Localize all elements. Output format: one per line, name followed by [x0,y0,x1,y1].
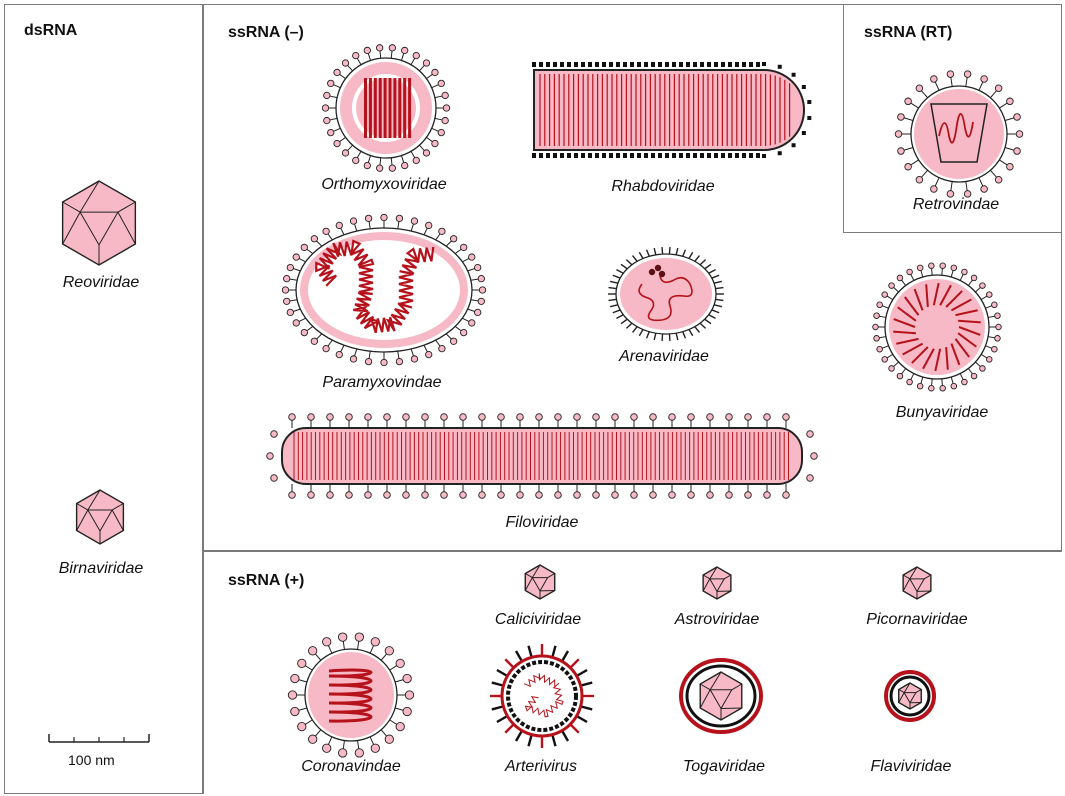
label-picornaviridae: Picornaviridae [807,611,1027,629]
arenaviridae-particle [604,244,728,344]
label-birnaviridae: Birnaviridae [0,560,211,578]
birnaviridae-particle [70,487,130,547]
paramyxovindae-particle [282,212,486,366]
orthomyxoviridae-particle [318,40,454,176]
filoviridae-particle [262,410,822,510]
picornaviridae-particle [898,564,936,602]
arterivirus-particle [482,636,602,756]
scale-bar [46,728,154,748]
reoviridae-particle [54,178,144,268]
section-header-ssrna-minus: ssRNA (–) [228,24,304,42]
label-filoviridae: Filoviridae [432,514,652,532]
retrovindae-particle [893,68,1029,188]
coronavindae-particle [284,632,418,758]
label-orthomyxoviridae: Orthomyxoviridae [274,176,494,194]
scale-bar-label: 100 nm [68,752,115,768]
flaviviridae-particle [880,668,940,724]
label-flaviviridae: Flaviviridae [801,758,1021,776]
bunyaviridae-particle [870,264,1004,390]
section-header-ssrna-plus: ssRNA (+) [228,572,304,590]
label-bunyaviridae: Bunyaviridae [832,404,1052,422]
label-rhabdoviridae: Rhabdoviridae [553,178,773,196]
label-paramyxovindae: Paramyxovindae [272,374,492,392]
label-arenaviridae: Arenaviridae [554,348,774,366]
panel-dsrna [4,4,204,794]
caliciviridae-particle [520,562,560,602]
section-header-ssrna-rt: ssRNA (RT) [864,24,952,42]
section-header-dsrna: dsRNA [24,22,77,40]
label-astroviridae: Astroviridae [607,611,827,629]
togaviridae-particle [676,656,766,736]
astroviridae-particle [698,564,736,602]
label-retrovindae: Retrovindae [846,196,1065,214]
label-reoviridae: Reoviridae [0,274,211,292]
label-coronavindae: Coronavindae [241,758,461,776]
rhabdoviridae-particle [520,56,810,166]
